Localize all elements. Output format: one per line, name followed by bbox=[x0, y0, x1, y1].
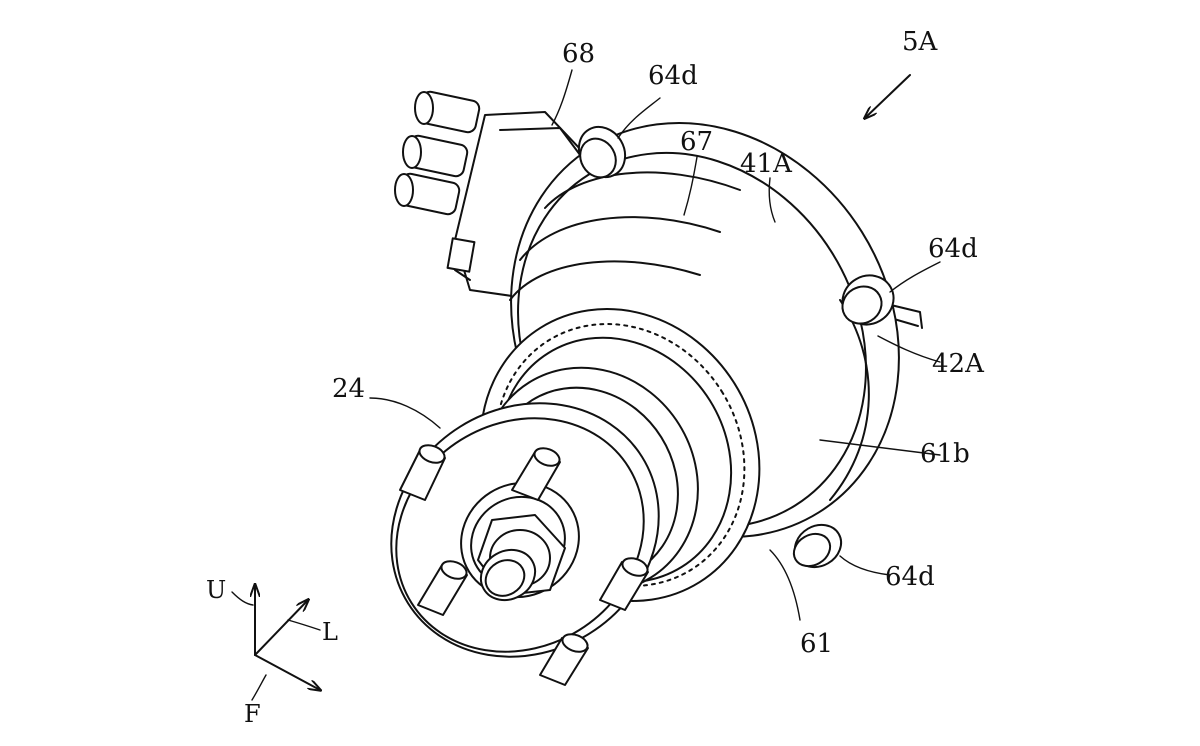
wheel-stud-2 bbox=[511, 447, 561, 501]
mounting-boss-right bbox=[841, 274, 895, 326]
label-41A: 41A bbox=[740, 149, 793, 179]
axle-nut bbox=[477, 514, 566, 602]
label-64d-bottom: 64d bbox=[885, 562, 935, 592]
label-67: 67 bbox=[680, 127, 713, 157]
wheel-stud-3 bbox=[417, 560, 468, 616]
connector-plug-1 bbox=[414, 90, 481, 134]
mounting-boss-top bbox=[577, 125, 627, 179]
wheel-stud-1 bbox=[399, 444, 446, 501]
label-68: 68 bbox=[562, 39, 595, 69]
connector-block bbox=[394, 90, 601, 301]
label-42A: 42A bbox=[932, 349, 985, 379]
connector-plug-3 bbox=[394, 172, 461, 216]
connector-plug-2 bbox=[402, 134, 469, 178]
wheel-stud-4 bbox=[599, 557, 649, 611]
label-24: 24 bbox=[332, 374, 365, 404]
label-61b: 61b bbox=[920, 439, 970, 469]
label-64d-top: 64d bbox=[648, 61, 698, 91]
axis-label-front: F bbox=[244, 700, 261, 728]
label-figure-ref: 5A bbox=[902, 27, 939, 57]
orientation-axes bbox=[231, 585, 320, 701]
wheel-stud-5 bbox=[539, 633, 589, 686]
axis-label-up: U bbox=[206, 576, 226, 604]
label-64d-right: 64d bbox=[928, 234, 978, 264]
label-61: 61 bbox=[800, 629, 833, 659]
mounting-boss-bottom bbox=[792, 523, 843, 569]
axis-label-left: L bbox=[322, 618, 338, 646]
leader-lines bbox=[369, 69, 941, 621]
